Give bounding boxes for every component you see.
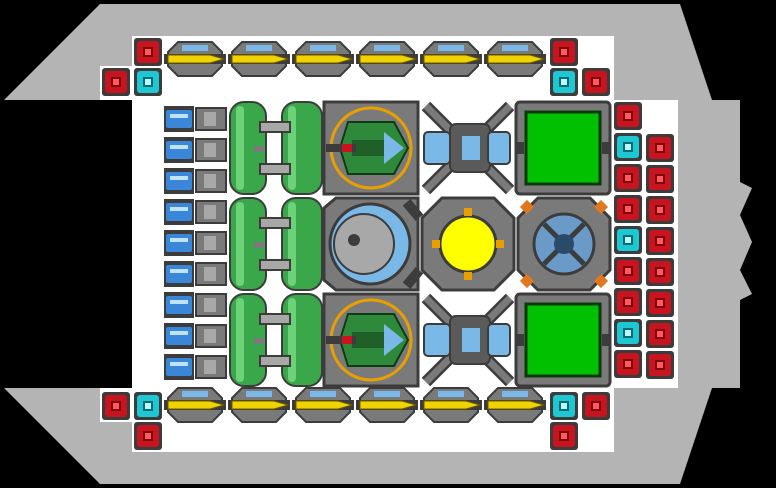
- engine[interactable]: [421, 101, 515, 195]
- armor-block[interactable]: [102, 68, 130, 96]
- thruster[interactable]: [164, 168, 227, 194]
- missile-launcher[interactable]: [356, 41, 418, 77]
- armor-block[interactable]: [582, 68, 610, 96]
- missile-launcher[interactable]: [164, 387, 226, 423]
- fuel-tank[interactable]: [229, 293, 323, 387]
- shield-emitter[interactable]: [550, 392, 578, 420]
- armor-block[interactable]: [614, 102, 642, 130]
- thruster[interactable]: [164, 106, 227, 132]
- thruster[interactable]: [164, 323, 227, 349]
- armor-block[interactable]: [646, 258, 674, 286]
- cockpit[interactable]: [322, 196, 424, 292]
- thruster[interactable]: [164, 292, 227, 318]
- thruster[interactable]: [164, 261, 227, 287]
- thruster[interactable]: [164, 199, 227, 225]
- cargo-bay[interactable]: [514, 292, 612, 388]
- armor-block[interactable]: [614, 195, 642, 223]
- armor-block[interactable]: [646, 351, 674, 379]
- armor-block[interactable]: [646, 320, 674, 348]
- missile-launcher[interactable]: [292, 387, 354, 423]
- missile-launcher[interactable]: [228, 41, 290, 77]
- turret[interactable]: [322, 100, 420, 196]
- missile-launcher[interactable]: [292, 41, 354, 77]
- shield-emitter[interactable]: [134, 68, 162, 96]
- missile-launcher[interactable]: [228, 387, 290, 423]
- fuel-tank[interactable]: [229, 101, 323, 195]
- armor-block[interactable]: [614, 350, 642, 378]
- turret[interactable]: [322, 292, 420, 388]
- engine[interactable]: [421, 293, 515, 387]
- thruster[interactable]: [164, 230, 227, 256]
- modules: [102, 38, 674, 450]
- armor-block[interactable]: [134, 422, 162, 450]
- shield-emitter[interactable]: [614, 319, 642, 347]
- armor-block[interactable]: [582, 392, 610, 420]
- armor-block[interactable]: [614, 164, 642, 192]
- shield-emitter[interactable]: [614, 226, 642, 254]
- armor-block[interactable]: [134, 38, 162, 66]
- armor-block[interactable]: [646, 289, 674, 317]
- shield-emitter[interactable]: [134, 392, 162, 420]
- gyroscope[interactable]: [516, 196, 612, 292]
- missile-launcher[interactable]: [420, 41, 482, 77]
- armor-block[interactable]: [646, 165, 674, 193]
- armor-block[interactable]: [614, 257, 642, 285]
- armor-block[interactable]: [614, 288, 642, 316]
- armor-block[interactable]: [646, 134, 674, 162]
- cargo-bay[interactable]: [514, 100, 612, 196]
- thruster[interactable]: [164, 137, 227, 163]
- armor-block[interactable]: [646, 196, 674, 224]
- missile-launcher[interactable]: [356, 387, 418, 423]
- fuel-tank[interactable]: [229, 197, 323, 291]
- missile-launcher[interactable]: [484, 387, 546, 423]
- thruster[interactable]: [164, 354, 227, 380]
- reactor[interactable]: [420, 196, 516, 292]
- shield-emitter[interactable]: [550, 68, 578, 96]
- shield-emitter[interactable]: [614, 133, 642, 161]
- armor-block[interactable]: [102, 392, 130, 420]
- missile-launcher[interactable]: [484, 41, 546, 77]
- missile-launcher[interactable]: [164, 41, 226, 77]
- armor-block[interactable]: [550, 422, 578, 450]
- hull-notch: [740, 100, 774, 388]
- missile-launcher[interactable]: [420, 387, 482, 423]
- armor-block[interactable]: [646, 227, 674, 255]
- armor-block[interactable]: [550, 38, 578, 66]
